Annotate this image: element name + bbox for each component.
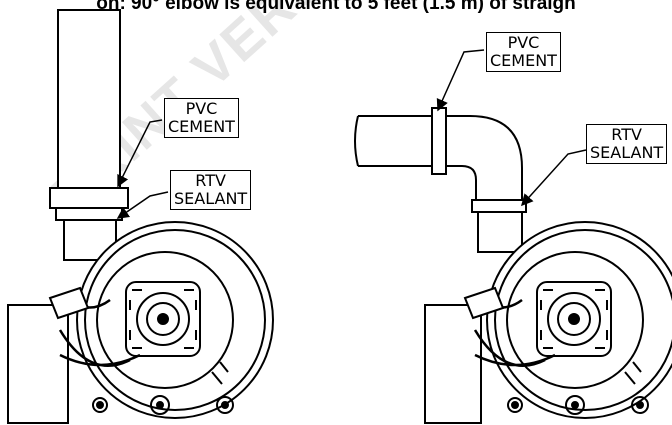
left-figure-drawing <box>7 9 274 424</box>
caption-text: on: 90° elbow is equivalent to 5 feet (1… <box>96 0 576 14</box>
left-vertical-pipe <box>57 9 121 191</box>
right-elbow <box>446 115 523 200</box>
right-mounting-plate <box>424 304 482 424</box>
left-pvc-cement-label: PVC CEMENT <box>164 98 239 138</box>
left-mounting-plate <box>7 304 69 424</box>
right-horizontal-pipe <box>358 115 432 167</box>
right-pvc-cement-label: PVC CEMENT <box>486 32 561 72</box>
left-rtv-sealant-label: RTV SEALANT <box>170 170 252 210</box>
left-pipe-coupling <box>49 187 129 209</box>
right-pipe-coupling <box>431 107 447 175</box>
right-rtv-sealant-label: RTV SEALANT <box>586 124 668 164</box>
right-figure-drawing <box>354 49 672 424</box>
